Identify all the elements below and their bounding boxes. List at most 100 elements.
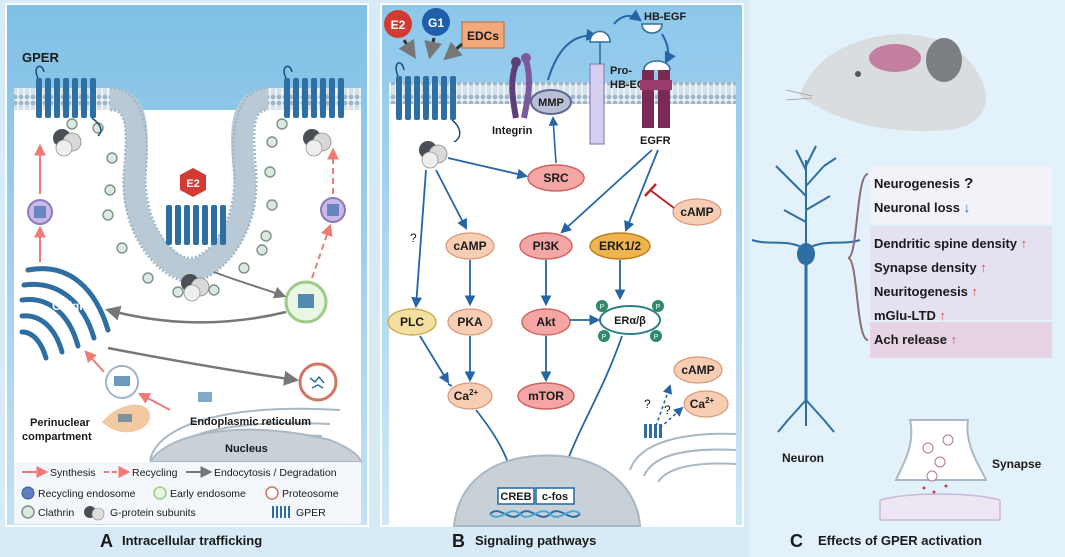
svg-text:PKA: PKA <box>457 315 483 329</box>
src-to-mmp-arrow <box>548 116 559 164</box>
legend-a: Synthesis Recycling Endocytosis / Degrad… <box>14 462 361 524</box>
svg-text:MMP: MMP <box>538 97 564 109</box>
pka-node: PKA <box>447 308 493 336</box>
effect-mark: ↑ <box>977 260 987 275</box>
svg-text:G1: G1 <box>428 16 444 30</box>
panel-c-caption: Effects of GPER activation <box>818 533 982 548</box>
effect-mark: ↑ <box>1017 236 1027 251</box>
panel-b-caption: Signaling pathways <box>475 533 596 548</box>
gper-label: GPER <box>22 50 59 65</box>
svg-text:mTOR: mTOR <box>528 389 564 403</box>
mtor-node: mTOR <box>517 382 575 410</box>
neuron-label: Neuron <box>782 451 824 465</box>
nucleus-label: Nucleus <box>225 443 268 455</box>
golgi-label: Golgi <box>52 299 83 313</box>
er-label: Endoplasmic reticulum <box>190 416 311 428</box>
svg-text:EDCs: EDCs <box>467 29 499 43</box>
transport-vesicle <box>105 365 139 399</box>
svg-text:Proteosome: Proteosome <box>282 488 339 500</box>
synapse-label: Synapse <box>992 457 1042 471</box>
effect-mark: ↑ <box>936 308 946 323</box>
endocytosis-arrow-early <box>213 271 287 299</box>
svg-text:PI3K: PI3K <box>533 239 560 253</box>
panel-c: Neuron Synapse Neurogenesis ?Neuronal lo… <box>749 0 1065 557</box>
golgi <box>19 266 111 361</box>
panel-a-letter: A <box>100 531 113 551</box>
effect-label: Dendritic spine density <box>874 236 1018 251</box>
camp-node: cAMP <box>445 232 495 260</box>
akt-node: Akt <box>521 308 571 336</box>
pro-hb-egf <box>589 30 611 145</box>
erk-node: ERK1/2 <box>589 232 651 260</box>
e2-ligand-panel-a: E2 <box>180 168 206 197</box>
effects-box-3 <box>870 322 1052 358</box>
effect-label: mGlu-LTD <box>874 308 936 323</box>
effect-item: Neuronal loss ↓ <box>874 200 970 215</box>
effect-item: Dendritic spine density ↑ <box>874 236 1027 251</box>
plc-node: PLC <box>387 308 437 336</box>
svg-text:ERα/β: ERα/β <box>614 315 646 327</box>
egfr-to-erk-arrow <box>624 149 659 233</box>
effects-box-2 <box>870 226 1052 320</box>
dna <box>489 510 581 518</box>
pi3k-node: PI3K <box>519 232 573 260</box>
ca-node-2: Ca2+ <box>683 390 729 418</box>
svg-text:E2: E2 <box>186 178 199 190</box>
gper-receptor-internalized <box>166 205 226 245</box>
svg-text:P: P <box>602 334 607 341</box>
perinuclear-label-1: Perinuclear <box>30 417 91 429</box>
g1-ligand: G1 <box>422 8 450 36</box>
svg-text:Clathrin: Clathrin <box>38 507 74 519</box>
mouse-illustration <box>785 34 987 132</box>
neuron-illustration <box>751 145 861 433</box>
cfos-box: c-fos <box>535 487 575 505</box>
proteosome <box>298 362 338 402</box>
effect-item: Neuritogenesis ↑ <box>874 284 978 299</box>
camp-inhibit-line <box>649 189 675 209</box>
g-protein-b <box>419 141 448 169</box>
mmp-node: MMP <box>530 89 572 115</box>
recycling-endosome-left <box>27 199 53 225</box>
endocytosis-arrow-golgi <box>105 305 287 324</box>
svg-text:Early endosome: Early endosome <box>170 488 246 500</box>
svg-text:GPER: GPER <box>296 507 326 519</box>
synapse-illustration <box>879 419 1001 521</box>
synthesis-arrow-to-golgi <box>84 350 105 373</box>
recycling-arrow-early <box>311 223 333 279</box>
effect-mark: ? <box>960 175 973 192</box>
svg-text:cAMP: cAMP <box>681 363 714 377</box>
hb-egf <box>641 23 663 34</box>
svg-text:Recycling endosome: Recycling endosome <box>38 488 136 500</box>
svg-text:PLC: PLC <box>400 315 424 329</box>
svg-text:Ca2+: Ca2+ <box>454 388 479 403</box>
gprot-to-src-arrow <box>447 157 529 180</box>
clathrin-coat <box>66 118 288 298</box>
question-mark-2: ? <box>664 403 671 417</box>
panel-b: E2 G1 EDCs <box>375 0 749 557</box>
pro-hb-egf-label-1: Pro- <box>610 65 632 77</box>
effect-label: Ach release <box>874 332 947 347</box>
er-alpha-beta-node: ERα/β P P P P <box>596 300 664 342</box>
early-endosome <box>284 280 328 324</box>
svg-text:SRC: SRC <box>543 171 569 185</box>
svg-text:G-protein subunits: G-protein subunits <box>110 507 196 519</box>
svg-text:cAMP: cAMP <box>453 239 486 253</box>
integrin <box>509 53 533 119</box>
effect-label: Synapse density <box>874 260 977 275</box>
g-protein-pit <box>181 274 210 302</box>
gper-receptor-b <box>395 62 461 143</box>
effect-label: Neuronal loss <box>874 200 960 215</box>
egfr-label: EGFR <box>640 135 671 147</box>
gper-receptor-surface-left <box>35 65 102 137</box>
synthesis-arrow-vesicle <box>137 392 171 411</box>
effects-box-1 <box>870 166 1052 224</box>
intracellular-membrane <box>629 432 737 483</box>
svg-text:P: P <box>600 304 605 311</box>
g-protein-right <box>303 129 332 157</box>
effect-label: Neuritogenesis <box>874 284 968 299</box>
plc-ca-line <box>447 383 453 387</box>
gprot-to-plc-arrow <box>411 169 427 309</box>
effect-mark: ↑ <box>968 284 978 299</box>
ca-node-1: Ca2+ <box>447 382 493 410</box>
camp-inhibitor-node: cAMP <box>672 198 722 226</box>
